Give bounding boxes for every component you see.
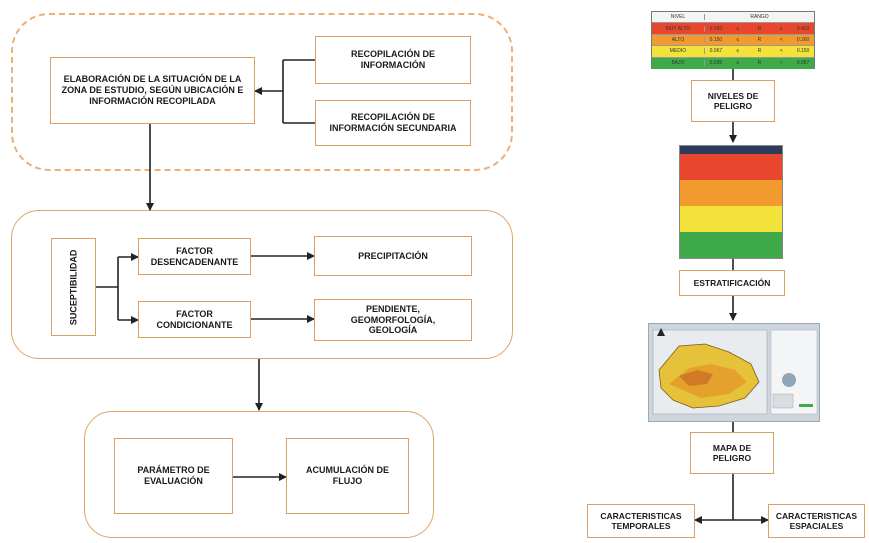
range-op: ≤: [779, 25, 783, 32]
table-row: ALTO 0.150 ≤ R < 0.260: [652, 34, 814, 47]
range-low: 0.067: [709, 48, 723, 55]
precipitation-box: PRECIPITACIÓN: [314, 236, 472, 276]
level-name: MEDIO: [652, 48, 705, 55]
range-op: <: [779, 60, 783, 67]
info-compilation-group: [11, 13, 513, 171]
susceptibility-group: [11, 210, 513, 359]
hazard-map-image: [648, 323, 820, 422]
range-op: ≤: [736, 36, 740, 43]
range-op: ≤: [736, 25, 740, 32]
conditioning-factor-box: FACTOR CONDICIONANTE: [138, 301, 251, 338]
flow-accumulation-box: ACUMULACIÓN DE FLUJO: [286, 438, 409, 514]
range-r: R: [757, 60, 762, 67]
range-op: ≤: [736, 48, 740, 55]
high-band: [680, 180, 782, 206]
slope-geomorphology-geology-box: PENDIENTE, GEOMORFOLOGÍA, GEOLOGÍA: [314, 299, 472, 341]
level-name: ALTO: [652, 36, 705, 43]
elaboration-box: ELABORACIÓN DE LA SITUACIÓN DE LA ZONA D…: [50, 57, 255, 124]
susceptibility-label: SUCEPTIBILIDAD: [68, 249, 79, 325]
panel-header: [680, 146, 782, 154]
level-name: BAJO: [652, 60, 705, 67]
table-row: MEDIO 0.067 ≤ R < 0.150: [652, 46, 814, 58]
range-r: R: [757, 48, 762, 55]
range-r: R: [757, 36, 762, 43]
range-low: 0.035: [709, 60, 723, 67]
stratification-table-image: [679, 145, 783, 259]
compilation-box: RECOPILACIÓN DE INFORMACIÓN: [315, 36, 471, 84]
secondary-compilation-box: RECOPILACIÓN DE INFORMACIÓN SECUNDARIA: [315, 100, 471, 146]
range-op: <: [779, 36, 783, 43]
table-header-level: NIVEL: [652, 14, 705, 21]
range-low: 0.150: [709, 36, 723, 43]
hazard-levels-box: NIVELES DE PELIGRO: [691, 80, 775, 122]
range-low: 0.260: [709, 25, 723, 32]
evaluation-parameter-box: PARÁMETRO DE EVALUACIÓN: [114, 438, 233, 514]
table-header-row: NIVEL RANGO: [652, 12, 814, 24]
medium-band: [680, 206, 782, 232]
range-high: 0.150: [796, 48, 810, 55]
evaluation-group: [84, 411, 434, 538]
level-name: MUY ALTO: [652, 25, 705, 32]
trigger-factor-box: FACTOR DESENCADENANTE: [138, 238, 251, 275]
range-op: ≤: [736, 60, 740, 67]
temporal-characteristics-box: CARACTERISTICAS TEMPORALES: [587, 504, 695, 538]
range-r: R: [757, 25, 762, 32]
table-row: MUY ALTO 0.260 ≤ R ≤ 0.403: [652, 23, 814, 35]
spatial-characteristics-box: CARACTERISTICAS ESPACIALES: [768, 504, 865, 538]
susceptibility-box: SUCEPTIBILIDAD: [51, 238, 96, 336]
range-high: 0.403: [796, 25, 810, 32]
range-high: 0.260: [796, 36, 810, 43]
table-row: BAJO 0.035 ≤ R < 0.067: [652, 57, 814, 69]
map-drawing: [649, 324, 819, 421]
table-header-range: RANGO: [750, 14, 769, 21]
hazard-map-box: MAPA DE PELIGRO: [690, 432, 774, 474]
very-high-band: [680, 154, 782, 180]
range-op: <: [779, 48, 783, 55]
hazard-levels-table: NIVEL RANGO MUY ALTO 0.260 ≤ R ≤ 0.403 A…: [651, 11, 815, 69]
low-band: [680, 232, 782, 258]
range-high: 0.067: [796, 60, 810, 67]
stratification-box: ESTRATIFICACIÓN: [679, 270, 785, 296]
